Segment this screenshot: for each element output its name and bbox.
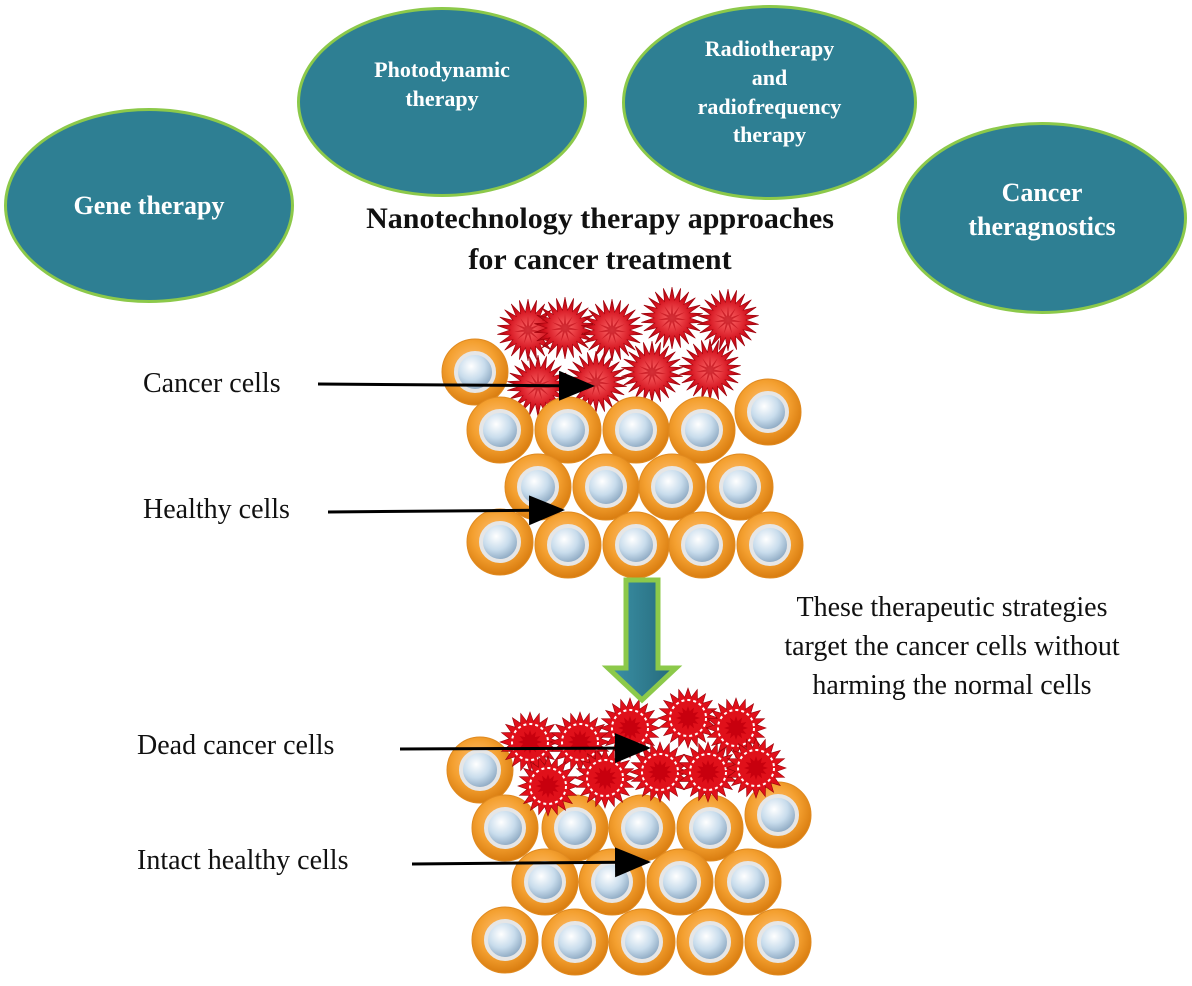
cancer-cell <box>697 288 759 352</box>
healthy-cell <box>534 511 602 579</box>
pointer-arrow-cancer-cells <box>317 370 595 401</box>
therapy-label-theragnostics-1: Cancer <box>1001 178 1083 208</box>
pointer-arrow-healthy-cells <box>327 495 565 526</box>
pointer-arrow-dead-cancer-cells <box>399 733 651 764</box>
transition-arrow <box>601 577 683 704</box>
therapy-label-radio-3: radiofrequency <box>697 93 842 119</box>
dead-cancer-cell <box>725 737 787 799</box>
healthy-cell <box>466 396 534 464</box>
healthy-cell <box>511 848 579 916</box>
healthy-cell <box>736 511 804 579</box>
cancer-cell <box>534 296 596 360</box>
healthy-cell <box>602 396 670 464</box>
diagram-title: Nanotechnology therapy approaches for ca… <box>330 198 870 281</box>
diagram-title-line2: for cancer treatment <box>468 243 732 277</box>
diagram-title-line1: Nanotechnology therapy approaches <box>366 202 834 235</box>
pointer-arrow-intact-healthy-cells <box>411 847 651 878</box>
healthy-cell <box>608 794 676 862</box>
dead-cancer-cell <box>657 687 719 749</box>
healthy-cell <box>608 908 676 976</box>
therapy-label-radio-2: and <box>751 64 788 90</box>
label-cancer-cells: Cancer cells <box>143 368 281 399</box>
healthy-cell <box>676 908 744 976</box>
dead-cancer-cell <box>705 697 767 759</box>
strategy-note: These therapeutic strategies target the … <box>742 588 1162 706</box>
therapy-oval-gene: Gene therapy <box>4 108 294 303</box>
dead-cancer-cell <box>517 755 579 817</box>
healthy-cell <box>534 396 602 464</box>
therapy-oval-theragnostics: Cancer theragnostics <box>897 122 1187 314</box>
healthy-cell <box>638 453 706 521</box>
label-healthy-cells: Healthy cells <box>143 494 290 525</box>
dead-cancer-cell <box>574 747 636 809</box>
healthy-cell <box>744 781 812 849</box>
healthy-cell <box>668 396 736 464</box>
healthy-cell <box>706 453 774 521</box>
therapy-oval-radio: Radiotherapy and radiofrequency therapy <box>622 5 917 200</box>
therapy-oval-photodynamic: Photodynamic therapy <box>297 7 587 197</box>
therapy-label-radio-4: therapy <box>732 122 807 148</box>
healthy-cell <box>744 908 812 976</box>
label-intact-healthy-cells: Intact healthy cells <box>137 845 349 876</box>
healthy-cell <box>676 794 744 862</box>
healthy-cell <box>602 511 670 579</box>
healthy-cell <box>646 848 714 916</box>
cancer-cell <box>621 340 683 404</box>
strategy-note-line3: harming the normal cells <box>812 670 1092 702</box>
cancer-cell <box>641 286 703 350</box>
therapy-label-radio-1: Radiotherapy <box>704 36 835 62</box>
healthy-cell <box>466 508 534 576</box>
healthy-cell <box>471 906 539 974</box>
healthy-cell <box>446 736 514 804</box>
therapy-label-gene: Gene therapy <box>73 190 225 220</box>
therapy-label-photodynamic-1: Photodynamic <box>374 57 510 83</box>
therapy-label-photodynamic-2: therapy <box>405 86 479 111</box>
strategy-note-line1: These therapeutic strategies <box>796 592 1108 623</box>
healthy-cell <box>541 908 609 976</box>
cancer-cell <box>679 338 741 402</box>
healthy-cell <box>541 794 609 862</box>
cancer-cell <box>581 298 643 362</box>
healthy-cell <box>471 794 539 862</box>
healthy-cell <box>714 848 782 916</box>
label-dead-cancer-cells: Dead cancer cells <box>137 730 335 761</box>
healthy-cell <box>572 453 640 521</box>
healthy-cell <box>441 338 509 406</box>
healthy-cell <box>668 511 736 579</box>
healthy-cell <box>734 378 802 446</box>
therapy-label-theragnostics-2: theragnostics <box>968 212 1116 241</box>
dead-cancer-cell <box>549 711 611 773</box>
healthy-cell <box>578 848 646 916</box>
strategy-note-line2: target the cancer cells without <box>784 631 1120 663</box>
